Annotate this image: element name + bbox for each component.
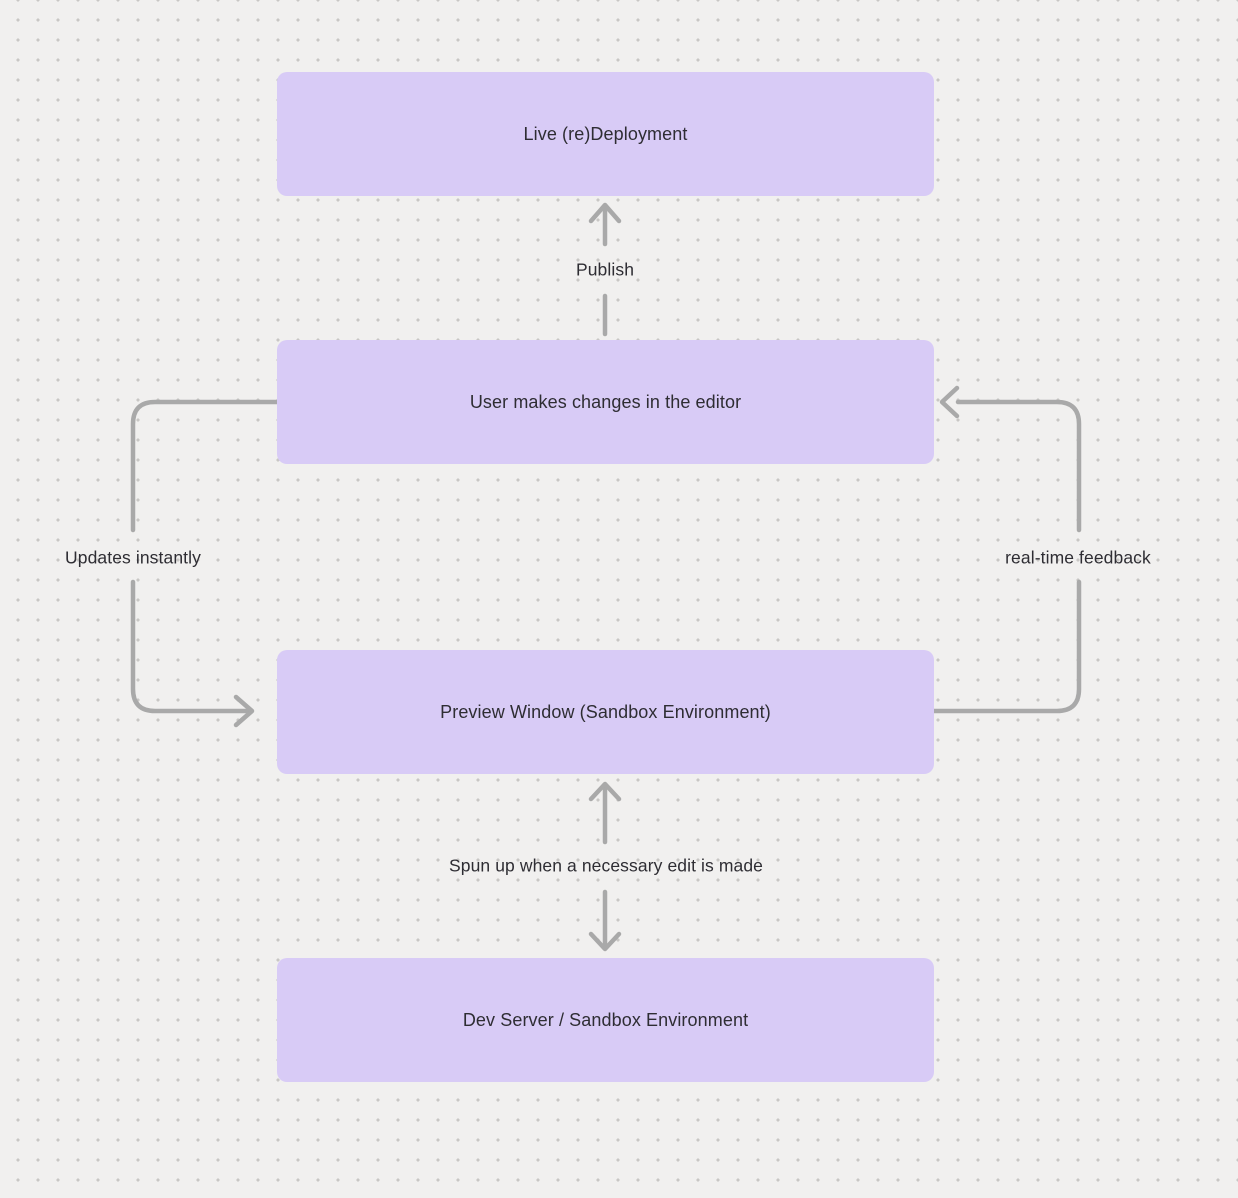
edge-label-spun-up: Spun up when a necessary edit is made bbox=[448, 855, 764, 876]
node-live-redeployment[interactable]: Live (re)Deployment bbox=[277, 72, 934, 196]
edge-label-updates-instantly: Updates instantly bbox=[65, 547, 201, 568]
node-live-redeployment-label: Live (re)Deployment bbox=[523, 123, 688, 144]
node-dev-server-label: Dev Server / Sandbox Environment bbox=[462, 1009, 749, 1030]
edge-label-real-time-feedback: real-time feedback bbox=[1005, 547, 1151, 568]
node-dev-server[interactable]: Dev Server / Sandbox Environment bbox=[277, 958, 934, 1082]
node-preview-window[interactable]: Preview Window (Sandbox Environment) bbox=[277, 650, 934, 774]
node-user-editor-label: User makes changes in the editor bbox=[469, 391, 742, 412]
edge-label-publish: Publish bbox=[575, 259, 635, 280]
node-preview-window-label: Preview Window (Sandbox Environment) bbox=[440, 701, 771, 722]
node-user-editor[interactable]: User makes changes in the editor bbox=[277, 340, 934, 464]
